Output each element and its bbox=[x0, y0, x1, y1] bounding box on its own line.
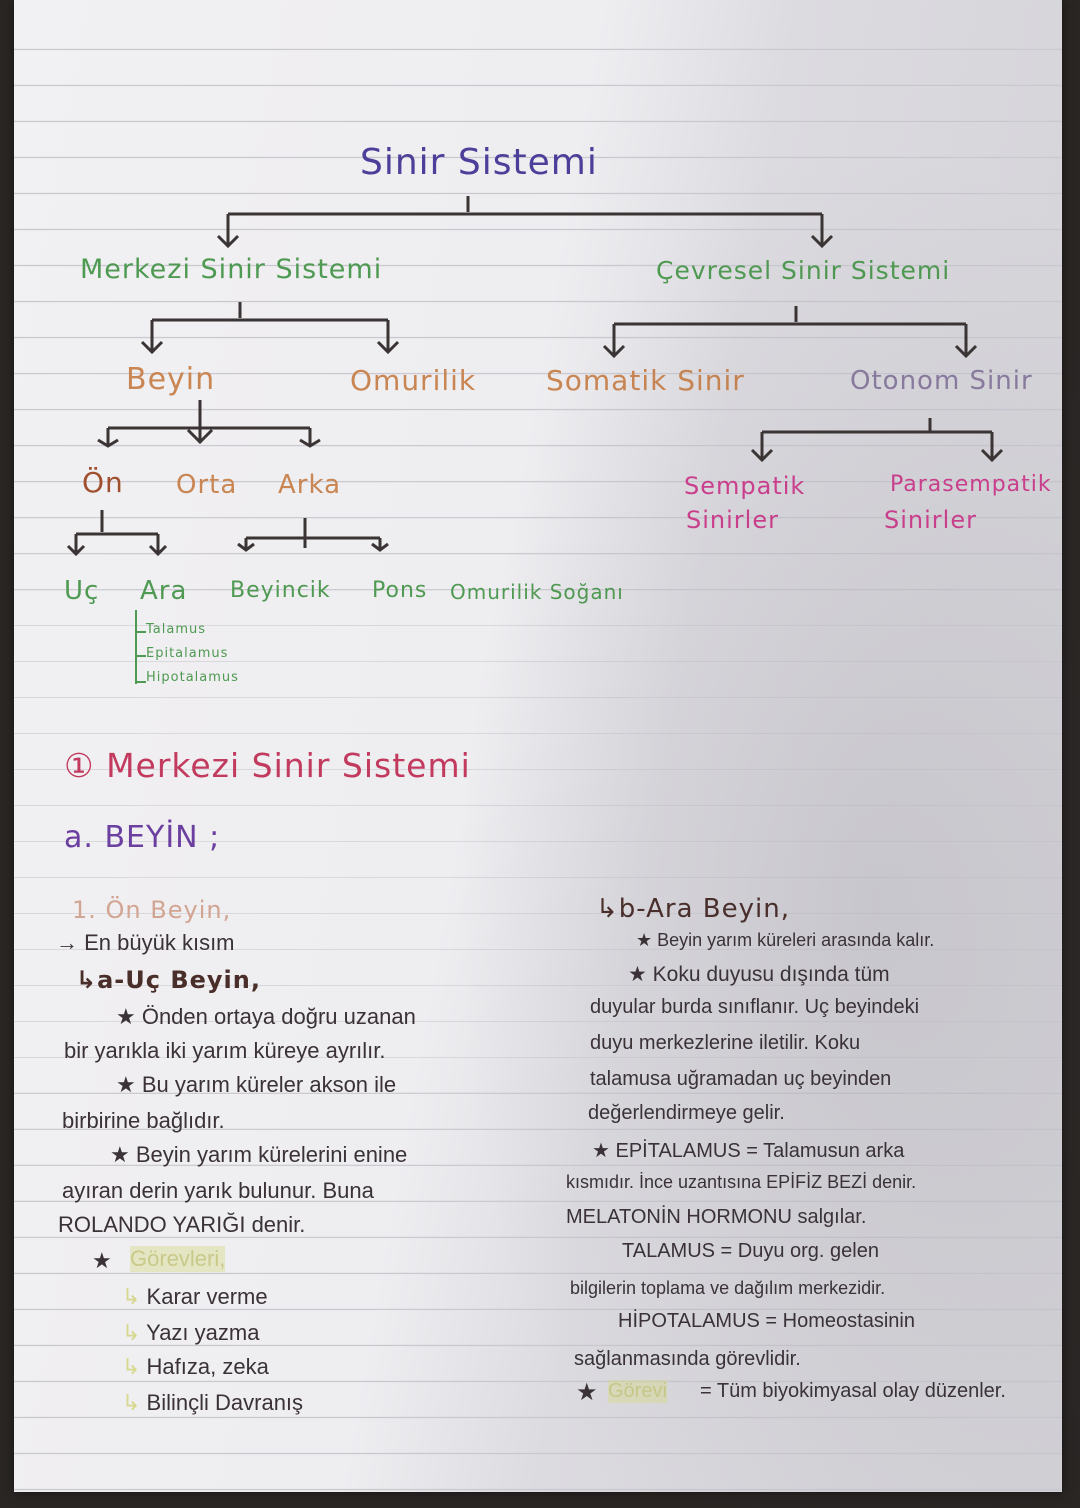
ruled-lines bbox=[14, 0, 1062, 1492]
note-line: ★ Önden ortaya doğru uzanan bbox=[116, 1004, 416, 1029]
tree-somatik: Somatik Sinir bbox=[546, 364, 745, 397]
section-title: ① Merkezi Sinir Sistemi bbox=[64, 746, 471, 785]
star-icon: ★ bbox=[576, 1379, 598, 1406]
section-subtitle: a. BEYİN ; bbox=[64, 820, 221, 855]
note-line: MELATONİN HORMONU salgılar. bbox=[566, 1206, 867, 1228]
note-line: talamusa uğramadan uç beyinden bbox=[590, 1068, 892, 1090]
leaf-uc: Uç bbox=[64, 576, 100, 606]
note-line: ayıran derin yarık bulunur. Buna bbox=[62, 1178, 374, 1203]
duty-item: ↳ Karar verme bbox=[122, 1284, 268, 1309]
note-line: duyular burda sınıflanır. Uç beyindeki bbox=[590, 996, 920, 1018]
ara-beyin-heading: ↳b-Ara Beyin, bbox=[596, 894, 790, 924]
duty-text: Hafıza, zeka bbox=[146, 1354, 269, 1379]
uc-beyin-heading: ↳a-Uç Beyin, bbox=[76, 966, 261, 994]
duty-label: Görevi bbox=[608, 1380, 667, 1403]
note-line: ★ EPİTALAMUS = Talamusun arka bbox=[592, 1140, 905, 1162]
note-line: değerlendirmeye gelir. bbox=[588, 1102, 785, 1124]
tree-parasempatik-2: Sinirler bbox=[884, 506, 977, 534]
tree-on: Ön bbox=[82, 466, 124, 499]
note-line: ★ Beyin yarım küreleri arasında kalır. bbox=[636, 930, 935, 950]
note-line: sağlanmasında görevlidir. bbox=[574, 1348, 801, 1370]
tree-orta: Orta bbox=[176, 470, 238, 500]
note-line: kısmıdır. İnce uzantısına EPİFİZ BEZİ de… bbox=[566, 1172, 917, 1192]
tree-beyin: Beyin bbox=[126, 362, 216, 397]
note-line: birbirine bağlıdır. bbox=[62, 1108, 225, 1133]
note-line: ★ Beyin yarım kürelerini enine bbox=[110, 1142, 408, 1167]
note-line: TALAMUS = Duyu org. gelen bbox=[622, 1240, 879, 1262]
duty-text: = Tüm biyokimyasal olay düzenler. bbox=[700, 1380, 1006, 1402]
duty-item: ↳ Bilinçli Davranış bbox=[122, 1390, 304, 1415]
leaf-ara: Ara bbox=[140, 576, 188, 606]
note-line: ROLANDO YARIĞI denir. bbox=[58, 1212, 306, 1237]
duty-text: Yazı yazma bbox=[146, 1320, 260, 1345]
notebook-page bbox=[14, 0, 1062, 1492]
star-icon: ★ bbox=[92, 1248, 112, 1273]
note-line: duyu merkezlerine iletilir. Koku bbox=[590, 1032, 861, 1054]
note-line: ★ Koku duyusu dışında tüm bbox=[628, 963, 890, 986]
duties-label: Görevleri, bbox=[130, 1246, 226, 1272]
tree-peripheral: Çevresel Sinir Sistemi bbox=[656, 256, 951, 285]
ara-sub-talamus: Talamus bbox=[146, 622, 207, 637]
tree-central: Merkezi Sinir Sistemi bbox=[80, 254, 383, 285]
duty-item: ↳ Yazı yazma bbox=[122, 1320, 260, 1345]
duty-text: Karar verme bbox=[146, 1284, 268, 1309]
tree-arka: Arka bbox=[278, 470, 342, 500]
note-line: bir yarıkla iki yarım küreye ayrılır. bbox=[64, 1038, 386, 1063]
tree-sempatik-2: Sinirler bbox=[686, 506, 779, 534]
note-line: HİPOTALAMUS = Homeostasinin bbox=[618, 1310, 915, 1332]
on-beyin-note: → En büyük kısım bbox=[56, 930, 235, 955]
tree-sempatik: Sempatik bbox=[684, 472, 806, 500]
tree-parasempatik: Parasempatik bbox=[890, 472, 1052, 497]
on-beyin-heading: 1. Ön Beyin, bbox=[72, 896, 232, 924]
tree-connectors bbox=[66, 196, 1004, 684]
ara-sub-epitalamus: Epitalamus bbox=[146, 646, 229, 661]
duty-item: ↳ Hafıza, zeka bbox=[122, 1354, 269, 1379]
tree-omurilik: Omurilik bbox=[350, 364, 477, 397]
note-line: ★ Bu yarım küreler akson ile bbox=[116, 1072, 397, 1097]
tree-otonom: Otonom Sinir bbox=[850, 366, 1033, 396]
note-line: bilgilerin toplama ve dağılım merkezidir… bbox=[570, 1278, 886, 1298]
leaf-pons: Pons bbox=[372, 578, 428, 603]
leaf-omurilik-sogani: Omurilik Soğanı bbox=[450, 580, 624, 604]
ara-sub-hipotalamus: Hipotalamus bbox=[146, 670, 239, 685]
leaf-beyincik: Beyincik bbox=[230, 578, 331, 603]
duty-text: Bilinçli Davranış bbox=[146, 1390, 304, 1415]
tree-root: Sinir Sistemi bbox=[360, 142, 598, 183]
